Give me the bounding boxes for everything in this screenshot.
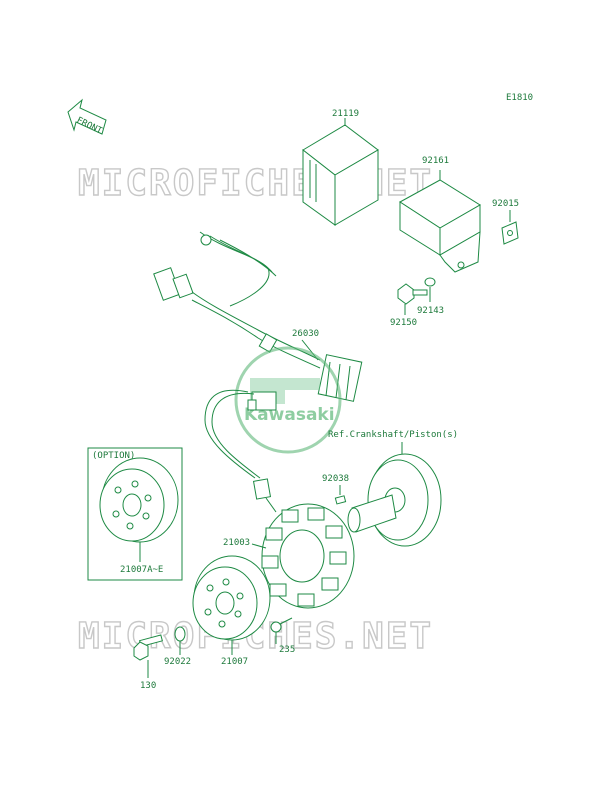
part-label-21003: 21003 [223, 538, 250, 548]
part-label-21007a-e: 21007A~E [120, 565, 163, 575]
part-label-26030: 26030 [292, 329, 319, 339]
front-label: FRONT [75, 116, 104, 137]
ref-crankshaft-note: Ref.Crankshaft/Piston(s) [328, 430, 458, 440]
stator-21003 [261, 503, 355, 609]
part-label-92022: 92022 [164, 657, 191, 667]
option-box: (OPTION) 21007A~E [87, 447, 183, 581]
option-title: (OPTION) [92, 451, 135, 461]
part-label-92150: 92150 [390, 318, 417, 328]
nut-92015 [501, 221, 519, 245]
washer-92143 [424, 277, 436, 287]
pickup-coil [204, 389, 277, 513]
part-label-92161: 92161 [422, 156, 449, 166]
bolt-92150 [397, 283, 428, 305]
key-92038 [334, 495, 347, 505]
part-label-92038: 92038 [322, 474, 349, 484]
bolt-130 [133, 634, 163, 661]
crankshaft-end [347, 453, 442, 547]
wiring-harness-26030 [153, 231, 363, 402]
front-arrow-icon: FRONT [67, 98, 107, 137]
cdi-unit-21119 [302, 124, 379, 226]
flywheel-21007 [192, 555, 271, 641]
part-label-92015: 92015 [492, 199, 519, 209]
part-label-92143: 92143 [417, 306, 444, 316]
part-label-235: 235 [279, 645, 295, 655]
diagram-code: E1810 [506, 93, 533, 103]
watermark-top: MICROFICHES.NET [78, 163, 433, 204]
screw-235 [270, 617, 293, 633]
part-label-21119: 21119 [332, 109, 359, 119]
part-label-130: 130 [140, 681, 156, 691]
bracket-92161 [399, 179, 481, 273]
part-label-21007: 21007 [221, 657, 248, 667]
washer-92022 [174, 626, 186, 642]
